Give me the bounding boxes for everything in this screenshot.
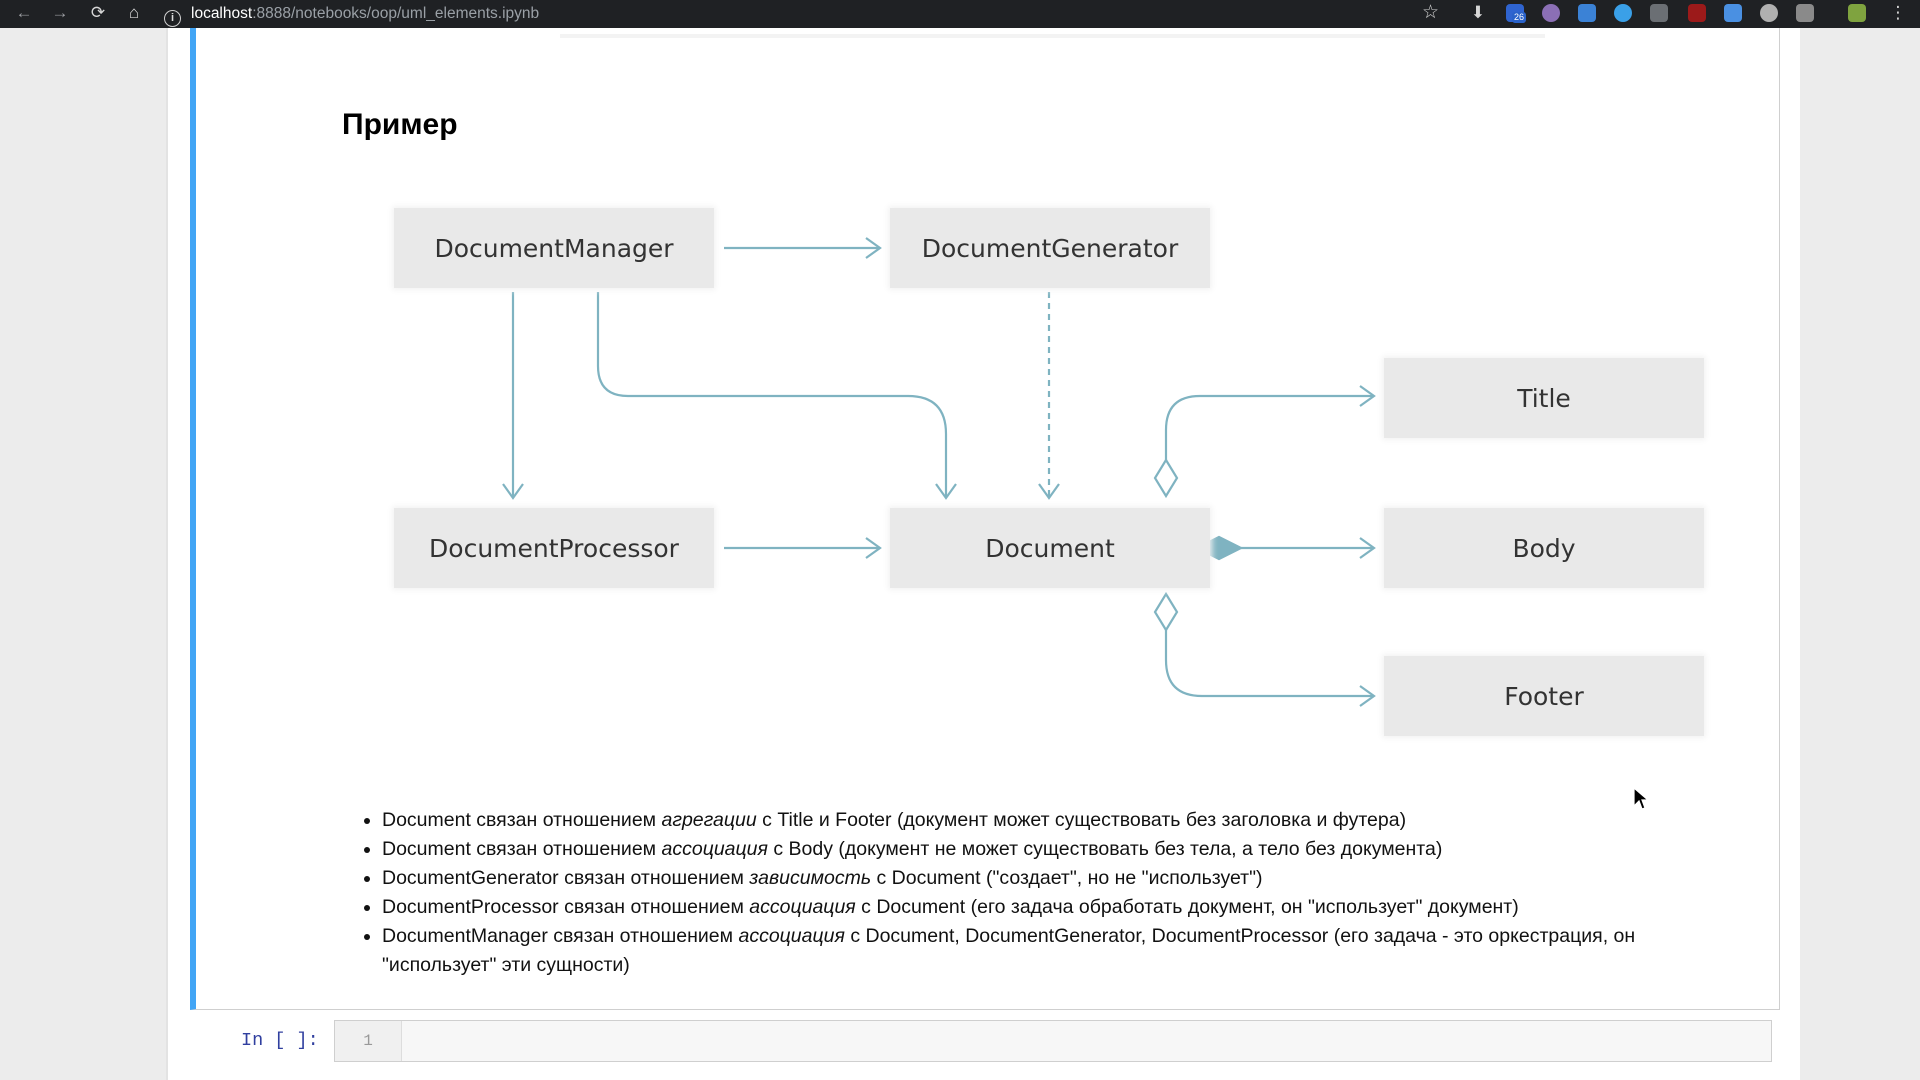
reload-icon[interactable]: ⟳ (90, 3, 106, 22)
extension-icon[interactable] (1578, 4, 1596, 22)
input-prompt: In [ ]: (241, 1030, 319, 1051)
arrowhead (502, 483, 524, 500)
arrowhead (1359, 685, 1376, 707)
extension-icon[interactable] (1760, 4, 1778, 22)
aggregation-document-footer (1164, 630, 1374, 698)
arrow-manager-document (596, 292, 948, 498)
aggregation-document-title (1164, 394, 1374, 460)
arrowhead (935, 483, 957, 500)
url-host: localhost (191, 5, 253, 22)
back-icon[interactable]: ← (15, 3, 33, 22)
arrowhead (865, 237, 882, 259)
box-document: Document (890, 508, 1210, 588)
site-info-icon[interactable]: i (164, 10, 181, 27)
extension-icon[interactable] (1796, 4, 1814, 22)
extension-badge: 26 (1512, 12, 1527, 23)
arrowhead (865, 537, 882, 559)
arrowhead (1359, 537, 1376, 559)
extension-icon[interactable] (1650, 4, 1668, 22)
mouse-cursor-icon (1633, 786, 1650, 810)
box-footer: Footer (1384, 656, 1704, 736)
url-path: :8888/notebooks/oop/uml_elements.ipynb (252, 5, 540, 22)
extension-icon[interactable] (1542, 4, 1560, 22)
list-item: Document связан отношением ассоциация с … (382, 835, 1742, 864)
connectors (502, 237, 1376, 707)
list-item: DocumentManager связан отношением ассоци… (382, 922, 1742, 980)
extension-icon[interactable] (1724, 4, 1742, 22)
home-icon[interactable]: ⌂ (128, 3, 140, 22)
list-item: DocumentProcessor связан отношением ассо… (382, 893, 1742, 922)
address-bar[interactable]: i localhost:8888/notebooks/oop/uml_elemen… (164, 3, 1464, 27)
box-title: Title (1384, 358, 1704, 438)
telegram-icon[interactable] (1614, 4, 1632, 22)
previous-cell-edge (560, 34, 1545, 38)
box-body: Body (1384, 508, 1704, 588)
line-number: 1 (335, 1021, 402, 1061)
uml-diagram: DocumentManager DocumentGenerator Docume… (380, 196, 1720, 756)
list-item: Document связан отношением агрегации с T… (382, 806, 1742, 835)
download-icon[interactable]: ⬇ (1470, 3, 1486, 22)
aggregation-diamond (1153, 591, 1179, 633)
android-icon[interactable] (1848, 4, 1866, 22)
arrowhead (1038, 483, 1060, 500)
ublock-icon[interactable] (1688, 4, 1706, 22)
list-item: DocumentGenerator связан отношением зави… (382, 864, 1742, 893)
bookmark-star-icon[interactable]: ☆ (1422, 2, 1440, 23)
notes-list: Document связан отношением агрегации с T… (356, 806, 1742, 980)
box-document-generator: DocumentGenerator (890, 208, 1210, 288)
box-document-manager: DocumentManager (394, 208, 714, 288)
page-title: Пример (342, 108, 458, 141)
forward-icon[interactable]: → (51, 3, 69, 22)
code-editor[interactable]: 1 (334, 1020, 1772, 1062)
aggregation-diamond (1153, 457, 1179, 499)
browser-toolbar: ← → ⟳ ⌂ i localhost:8888/notebooks/oop/um… (0, 0, 1920, 28)
menu-icon[interactable]: ⋮ (1889, 3, 1907, 22)
arrowhead (1359, 385, 1376, 407)
box-document-processor: DocumentProcessor (394, 508, 714, 588)
